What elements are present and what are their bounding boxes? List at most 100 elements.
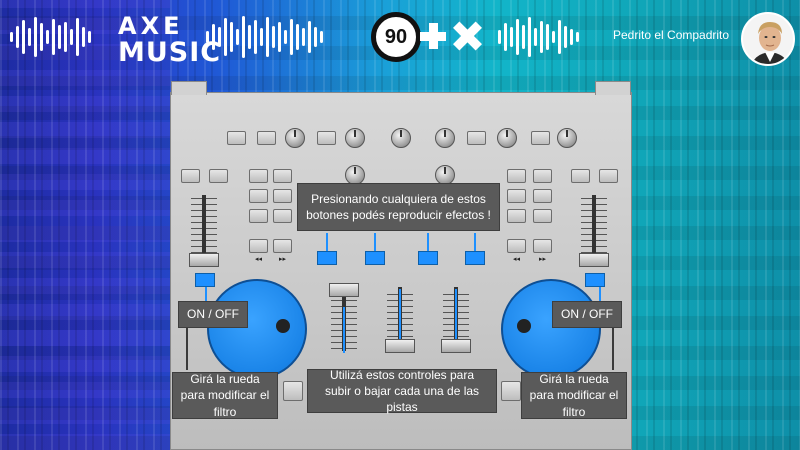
prev-track-icon[interactable]: ◂◂ bbox=[255, 256, 263, 263]
logo-axe: AXE bbox=[118, 12, 184, 40]
row2-button-l2[interactable] bbox=[209, 169, 228, 183]
sync-button-left[interactable] bbox=[195, 273, 215, 287]
pad-r-4[interactable] bbox=[533, 209, 552, 223]
row2-knob-1[interactable] bbox=[345, 165, 365, 185]
tooltip-wheel-left: Girá la rueda para modificar el filtro bbox=[172, 372, 278, 419]
prev-track-icon-right[interactable]: ◂◂ bbox=[513, 256, 521, 263]
top-knob-2[interactable] bbox=[345, 128, 365, 148]
pad-r-2[interactable] bbox=[533, 189, 552, 203]
sound-wave-bar bbox=[546, 24, 549, 50]
console-tab-right bbox=[595, 81, 631, 95]
row2-button-l1[interactable] bbox=[181, 169, 200, 183]
pad-l-2[interactable] bbox=[273, 189, 292, 203]
pad-l-5[interactable] bbox=[249, 239, 268, 253]
sound-wave-bar bbox=[504, 23, 507, 51]
sound-wave-bar bbox=[278, 22, 281, 52]
sound-wave-bar bbox=[308, 21, 311, 53]
logo-music: MUSIC bbox=[118, 37, 222, 68]
score-badge: 90 bbox=[371, 12, 421, 62]
sound-wave-bar bbox=[576, 32, 579, 42]
avatar[interactable] bbox=[741, 12, 795, 66]
plus-icon[interactable] bbox=[420, 23, 446, 49]
bottom-button-right[interactable] bbox=[501, 381, 521, 401]
pitch-slot-left bbox=[202, 195, 206, 261]
top-button-5[interactable] bbox=[531, 131, 550, 145]
pad-l-6[interactable] bbox=[273, 239, 292, 253]
top-knob-1[interactable] bbox=[285, 128, 305, 148]
top-knob-3[interactable] bbox=[391, 128, 411, 148]
sound-wave-bar bbox=[260, 28, 263, 46]
top-button-4[interactable] bbox=[467, 131, 486, 145]
pitch-fader-left[interactable] bbox=[189, 253, 219, 267]
effect-button-1[interactable] bbox=[317, 251, 337, 265]
effect-button-4[interactable] bbox=[465, 251, 485, 265]
row2-button-r1[interactable] bbox=[507, 169, 526, 183]
jog-wheel-right[interactable] bbox=[501, 279, 601, 379]
pitch-fader-right[interactable] bbox=[579, 253, 609, 267]
avatar-portrait-icon bbox=[743, 14, 793, 64]
top-knob-4[interactable] bbox=[435, 128, 455, 148]
next-track-icon-right[interactable]: ▸▸ bbox=[539, 256, 547, 263]
effect-pointer-2 bbox=[374, 233, 376, 251]
effect-button-2[interactable] bbox=[365, 251, 385, 265]
top-button-2[interactable] bbox=[257, 131, 276, 145]
channel-level-1 bbox=[343, 307, 345, 353]
tooltip-onoff-right: ON / OFF bbox=[552, 301, 622, 328]
pad-l-4[interactable] bbox=[273, 209, 292, 223]
pad-r-6[interactable] bbox=[533, 239, 552, 253]
sound-wave-bar bbox=[76, 18, 79, 56]
sound-wave-bar bbox=[564, 26, 567, 48]
row2-button-r4[interactable] bbox=[599, 169, 618, 183]
pad-r-5[interactable] bbox=[507, 239, 526, 253]
top-knob-5[interactable] bbox=[497, 128, 517, 148]
next-track-icon[interactable]: ▸▸ bbox=[279, 256, 287, 263]
effect-pointer-4 bbox=[474, 233, 476, 251]
sync-button-right[interactable] bbox=[585, 273, 605, 287]
row2-button-l4[interactable] bbox=[273, 169, 292, 183]
bottom-button-left[interactable] bbox=[283, 381, 303, 401]
sound-wave-bar bbox=[320, 31, 323, 43]
top-knob-6[interactable] bbox=[557, 128, 577, 148]
row2-button-r2[interactable] bbox=[533, 169, 552, 183]
sound-wave-bar bbox=[516, 19, 519, 55]
sound-wave-bar bbox=[82, 27, 85, 47]
pad-l-3[interactable] bbox=[249, 209, 268, 223]
jog-wheel-left[interactable] bbox=[207, 279, 307, 379]
jog-wheel-left-dot bbox=[276, 319, 290, 333]
top-button-3[interactable] bbox=[317, 131, 336, 145]
row2-knob-2[interactable] bbox=[435, 165, 455, 185]
channel-fader-1[interactable] bbox=[329, 283, 359, 297]
sound-wave-bar bbox=[10, 32, 13, 42]
channel-level-3 bbox=[455, 289, 457, 339]
pad-l-1[interactable] bbox=[249, 189, 268, 203]
background-stripes-left bbox=[0, 0, 170, 450]
pad-r-3[interactable] bbox=[507, 209, 526, 223]
sound-wave-bar bbox=[70, 29, 73, 45]
row2-button-l3[interactable] bbox=[249, 169, 268, 183]
sound-wave-bar bbox=[58, 25, 61, 49]
channel-fader-3[interactable] bbox=[441, 339, 471, 353]
sound-wave-bar bbox=[540, 21, 543, 53]
sound-wave-right bbox=[498, 12, 579, 62]
sound-wave-bar bbox=[290, 19, 293, 55]
sound-wave-bar bbox=[528, 17, 531, 57]
jog-wheel-right-dot bbox=[517, 319, 531, 333]
pad-r-1[interactable] bbox=[507, 189, 526, 203]
sound-wave-bar bbox=[242, 16, 245, 58]
channel-fader-2[interactable] bbox=[385, 339, 415, 353]
sound-wave-bar bbox=[266, 17, 269, 57]
tooltip-faders: Utilizá estos controles para subir o baj… bbox=[307, 368, 497, 414]
sound-wave-bar bbox=[296, 24, 299, 50]
channel-level-2 bbox=[399, 289, 401, 339]
close-icon[interactable] bbox=[451, 20, 483, 52]
row2-button-r3[interactable] bbox=[571, 169, 590, 183]
sound-wave-bar bbox=[28, 28, 31, 46]
logo: AXE MUSIC bbox=[118, 14, 221, 66]
sound-wave-bar bbox=[510, 27, 513, 47]
user-name[interactable]: Pedrito el Compadrito bbox=[613, 28, 730, 42]
effect-button-3[interactable] bbox=[418, 251, 438, 265]
sound-wave-bar bbox=[224, 18, 227, 56]
effect-pointer-3 bbox=[427, 233, 429, 251]
top-button-1[interactable] bbox=[227, 131, 246, 145]
sound-wave-bar bbox=[248, 25, 251, 49]
